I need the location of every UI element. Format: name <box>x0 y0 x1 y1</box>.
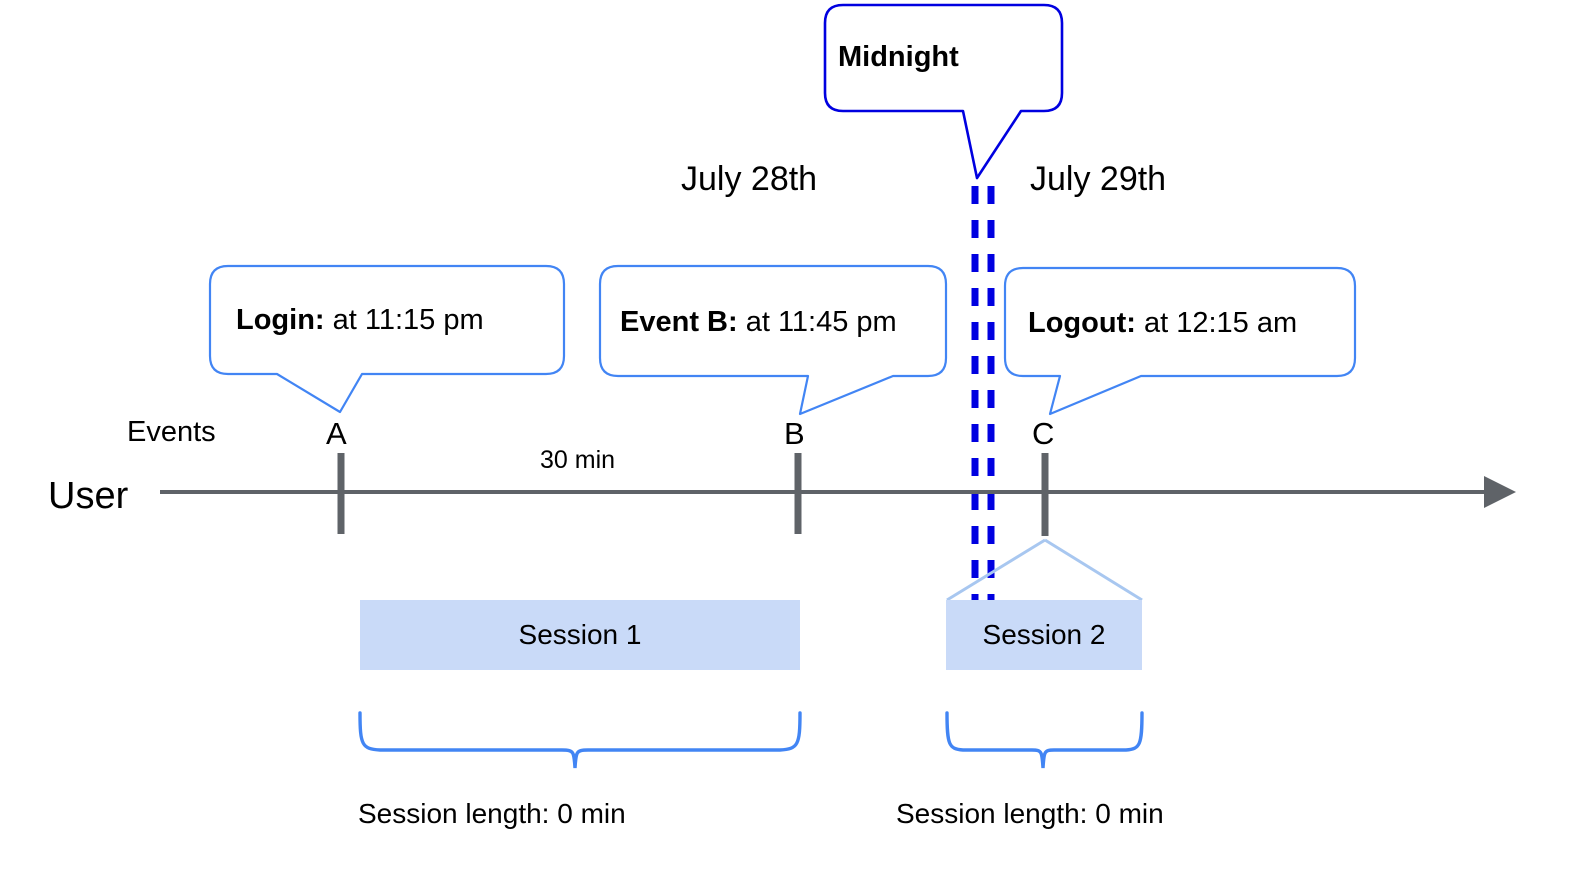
session-2-box: Session 2 <box>946 600 1142 670</box>
midnight-divider <box>971 186 995 600</box>
logout-callout-rest: at 12:15 am <box>1135 307 1298 339</box>
login-callout-bold: Login: <box>236 304 325 336</box>
event-letter-a: A <box>326 416 347 451</box>
session-2-connectors <box>946 538 1143 602</box>
logout-callout-shape <box>1003 266 1357 416</box>
session-1-label: Session 1 <box>518 619 642 650</box>
login-callout-shape <box>208 264 566 414</box>
session-1-box: Session 1 <box>360 600 800 670</box>
session-2-length-caption: Session length: 0 min <box>896 798 1164 829</box>
login-callout-text: Login: at 11:15 pm <box>236 306 484 335</box>
session-2-brace <box>945 711 1144 769</box>
event-letter-c: C <box>1032 416 1055 451</box>
login-callout-rest: at 11:15 pm <box>324 304 484 336</box>
session-2-label: Session 2 <box>982 619 1106 650</box>
event-b-callout-rest: at 11:45 pm <box>737 306 897 338</box>
lane-label-events: Events <box>127 416 216 448</box>
session-1-length-caption: Session length: 0 min <box>358 798 626 829</box>
event-b-callout-text: Event B: at 11:45 pm <box>620 308 897 337</box>
midnight-label: Midnight <box>838 41 959 73</box>
logout-callout-bold: Logout: <box>1028 307 1136 339</box>
midnight-callout-shape <box>823 3 1064 180</box>
interval-label-30min: 30 min <box>540 446 616 474</box>
event-b-callout-bold: Event B: <box>620 306 738 338</box>
event-letter-b: B <box>784 416 805 451</box>
event-b-callout-shape <box>598 264 948 416</box>
date-label-right: July 29th <box>1030 160 1167 198</box>
date-label-left: July 28th <box>681 160 818 198</box>
session-1-brace <box>358 711 802 769</box>
logout-callout-text: Logout: at 12:15 am <box>1028 309 1297 338</box>
lane-label-user: User <box>48 475 129 517</box>
